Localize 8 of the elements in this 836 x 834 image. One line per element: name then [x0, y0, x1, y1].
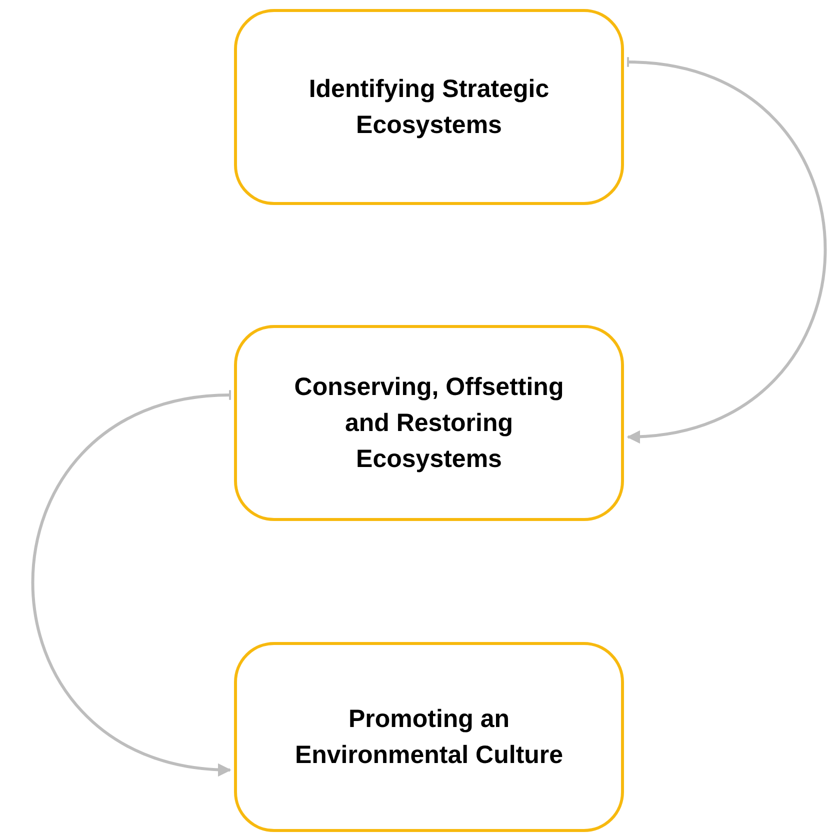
box-label: Promoting an Environmental Culture — [294, 704, 564, 771]
process-box — [234, 9, 624, 205]
process-box — [234, 325, 624, 521]
curved-arrow — [626, 57, 826, 442]
process-box — [234, 642, 624, 832]
box-label: Conserving, Offsetting and Restoring Ecosystems — [293, 372, 565, 475]
curved-arrow — [32, 390, 232, 776]
box-label: Identifying Strategic Ecosystems — [308, 74, 550, 141]
